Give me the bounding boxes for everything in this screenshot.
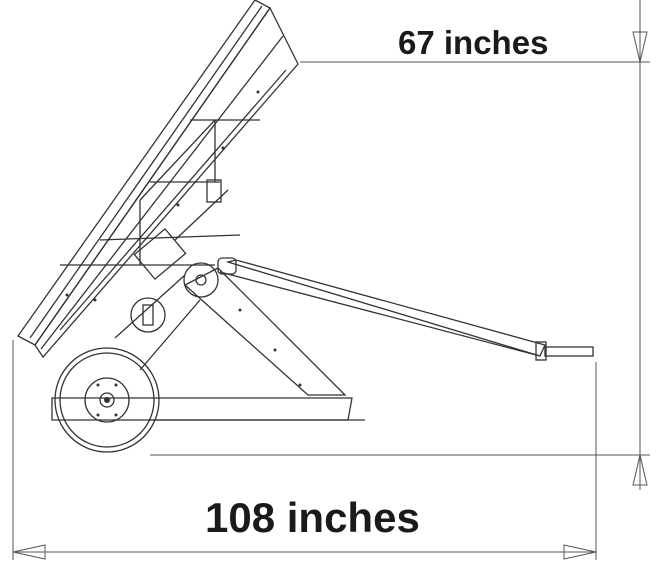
gear-hub-slot (142, 304, 154, 326)
tongue-pivot (217, 257, 237, 275)
width-arrow-left (12, 544, 46, 560)
support-leg-front (114, 274, 186, 339)
wheel-tire (54, 347, 160, 453)
support-leg-rear (183, 267, 347, 396)
tow-hitch (544, 346, 594, 357)
tow-tongue-lower (219, 271, 541, 357)
frame-diagonal (139, 119, 216, 201)
wheel-hub (99, 392, 115, 408)
gear-hub (130, 297, 166, 333)
frame-crossbar-2 (99, 234, 241, 241)
actuator-mount (206, 179, 222, 203)
machine-drawing (17, 0, 594, 453)
base-rail (51, 397, 353, 421)
frame-rail-lower (59, 69, 287, 331)
height-arrow-top (632, 31, 648, 63)
height-arrow-bottom (632, 454, 648, 486)
dimension-lines (12, 0, 650, 560)
wheel-tire-inner (59, 352, 155, 448)
pivot-hub (183, 262, 219, 298)
actuator-rod (174, 189, 229, 241)
tongue-clamp (535, 341, 547, 361)
height-dimension-label: 67 inches (398, 24, 549, 61)
tow-tongue (225, 259, 546, 357)
rivet-dots (65, 90, 302, 417)
panel-inner-edge (29, 5, 263, 339)
motor-housing (133, 227, 187, 281)
width-dimension-label: 108 inches (205, 494, 420, 541)
frame-rail (40, 35, 284, 350)
support-leg-front-2 (139, 299, 201, 371)
wheel-axle (104, 397, 110, 403)
tilted-panel (17, 0, 271, 346)
wheel-rim (84, 377, 130, 423)
width-arrow-right (563, 544, 597, 560)
